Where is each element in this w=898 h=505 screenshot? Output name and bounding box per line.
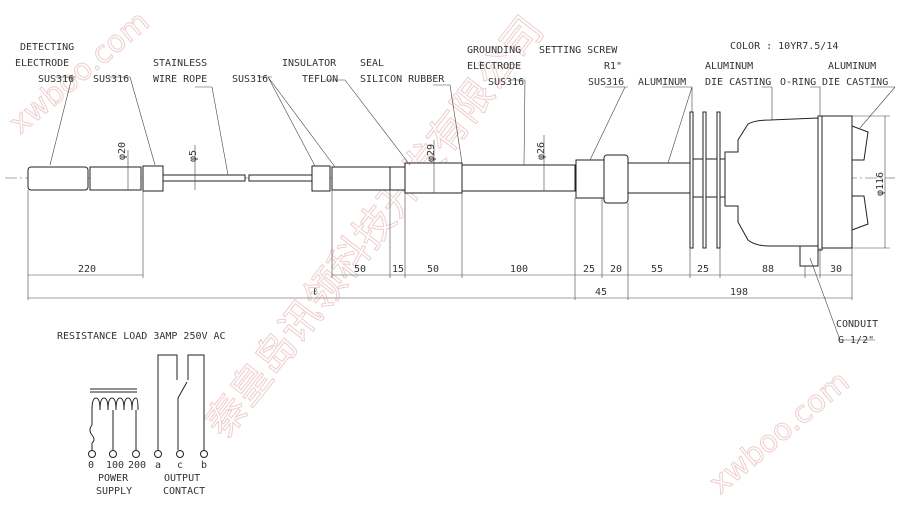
wiring-title: RESISTANCE LOAD 3AMP 250V AC	[57, 331, 226, 342]
insulator-teflon	[331, 166, 391, 191]
leader-lines	[49, 76, 896, 341]
die-casting-head	[724, 117, 819, 247]
label-seal: SEAL	[360, 58, 384, 69]
label-sus316-b: SUS316	[232, 74, 268, 85]
output-label-2: CONTACT	[163, 486, 205, 497]
label-insulator: INSULATOR	[282, 58, 337, 69]
diameter-dimensions: φ20 φ5 φ29 φ26 φ116	[117, 115, 890, 249]
dim-d5: φ5	[188, 150, 199, 162]
label-setting-screw: SETTING SCREW	[539, 45, 618, 56]
dim-55: 55	[651, 264, 663, 275]
detecting-electrode-rear	[89, 166, 142, 191]
label-r1: R1"	[604, 61, 622, 72]
label-sus316-electrode: SUS316	[38, 74, 74, 85]
dim-d26: φ26	[536, 142, 547, 160]
terminal-label-100: 100	[106, 460, 124, 471]
terminal-200	[132, 450, 140, 458]
wire-rope-a	[162, 174, 246, 182]
dim-15: 15	[392, 264, 404, 275]
label-teflon: TEFLON	[302, 74, 338, 85]
terminal-0	[88, 450, 96, 458]
label-conduit: CONDUIT	[836, 319, 878, 330]
dim-50b: 50	[427, 264, 439, 275]
seal-body	[404, 162, 463, 194]
dim-length: ℓ	[312, 287, 318, 298]
label-die-casting-2a: ALUMINUM	[828, 61, 876, 72]
detecting-electrode	[27, 166, 89, 191]
o-ring	[817, 115, 823, 251]
label-aluminum: ALUMINUM	[638, 77, 686, 88]
power-label-2: SUPPLY	[96, 486, 132, 497]
output-label-1: OUTPUT	[164, 473, 200, 484]
terminal-b	[200, 450, 208, 458]
label-wire-rope: WIRE ROPE	[153, 74, 207, 85]
dim-220: 220	[78, 264, 96, 275]
label-detecting: DETECTING	[20, 42, 74, 53]
label-o-ring: O-RING	[780, 77, 816, 88]
terminal-a	[154, 450, 162, 458]
transformer-core	[90, 388, 137, 393]
grounding-electrode	[461, 164, 576, 192]
label-color: COLOR : 10YR7.5/14	[730, 41, 838, 52]
seal	[389, 166, 406, 191]
fin-3	[716, 111, 721, 249]
terminal-c	[176, 450, 184, 458]
linear-dimensions: 220 50 15 50 100 25 20 55 25 88 30 ℓ 45 …	[27, 190, 853, 300]
conduit-port	[799, 245, 819, 267]
label-sus316-a: SUS316	[93, 74, 129, 85]
label-stainless: STAINLESS	[153, 58, 207, 69]
nut-sus316-a	[142, 165, 164, 192]
fin-1	[689, 111, 694, 249]
output-relay-contacts	[157, 354, 205, 450]
terminal-label-a: a	[155, 460, 161, 471]
dim-d29: φ29	[426, 144, 437, 162]
label-grounding-sus316: SUS316	[488, 77, 524, 88]
nut-sus316-b	[311, 165, 331, 192]
die-casting-cover	[821, 115, 853, 249]
watermark-site-bottom: xwboo.com	[703, 364, 857, 501]
terminal-label-c: c	[177, 460, 183, 471]
watermark-site-top: xwboo.com	[3, 4, 157, 141]
label-die-casting-1b: DIE CASTING	[705, 77, 771, 88]
aluminum-tube	[627, 162, 691, 194]
label-grounding: GROUNDING	[467, 45, 521, 56]
power-label-1: POWER	[98, 473, 129, 484]
label-die-casting-1a: ALUMINUM	[705, 61, 753, 72]
label-die-casting-2b: DIE CASTING	[822, 77, 888, 88]
dim-d20: φ20	[117, 142, 128, 160]
dim-25b: 25	[697, 264, 709, 275]
label-grounding-electrode: ELECTRODE	[467, 61, 521, 72]
label-silicon-rubber: SILICON RUBBER	[360, 74, 445, 85]
transformer-coil	[91, 397, 139, 411]
power-wires	[89, 410, 137, 450]
label-electrode: ELECTRODE	[15, 58, 69, 69]
dim-d116: φ116	[875, 172, 886, 196]
setting-screw	[575, 159, 605, 199]
dim-198: 198	[730, 287, 748, 298]
cover-fins	[851, 125, 869, 231]
dim-100: 100	[510, 264, 528, 275]
component-labels: DETECTING ELECTRODE SUS316 SUS316 STAINL…	[15, 41, 888, 346]
dim-45: 45	[595, 287, 607, 298]
fin-2	[702, 111, 707, 249]
wiring-diagram: RESISTANCE LOAD 3AMP 250V AC 0 100 200 a…	[57, 331, 226, 497]
dim-20: 20	[610, 264, 622, 275]
dim-88: 88	[762, 264, 774, 275]
dim-30: 30	[830, 264, 842, 275]
wire-rope-b	[248, 174, 313, 182]
terminal-label-b: b	[201, 460, 207, 471]
terminal-label-0: 0	[88, 460, 94, 471]
terminal-label-200: 200	[128, 460, 146, 471]
probe-assembly	[27, 111, 869, 267]
label-conduit-size: G 1/2"	[838, 335, 874, 346]
hex-nut	[603, 154, 629, 204]
dim-50a: 50	[354, 264, 366, 275]
dim-25a: 25	[583, 264, 595, 275]
terminal-100	[109, 450, 117, 458]
label-setting-sus316: SUS316	[588, 77, 624, 88]
